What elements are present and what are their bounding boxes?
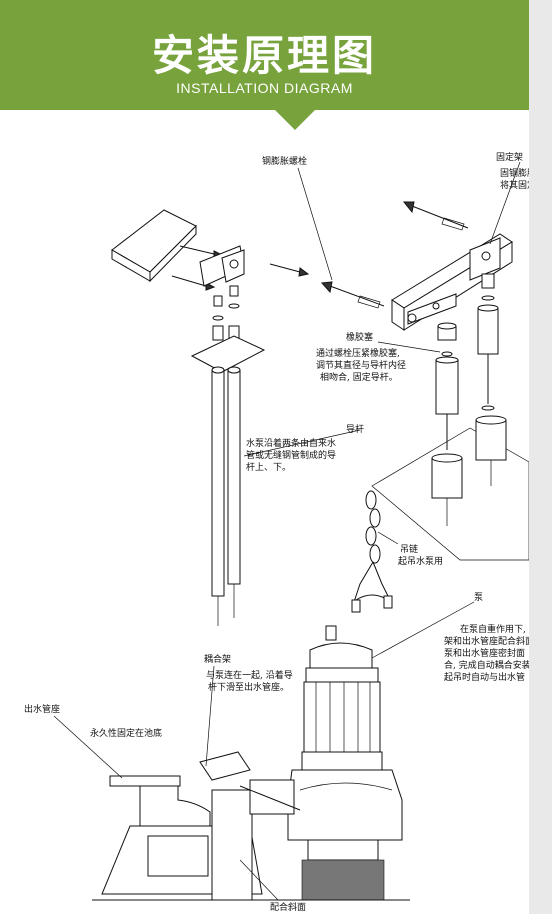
rubber-desc-line-2: 调节其直径与导杆内径: [316, 359, 406, 371]
page-right-strip: [529, 0, 552, 914]
left-stack: [212, 285, 240, 341]
label-pump: 泵: [474, 592, 483, 603]
left-base-plate: [190, 335, 266, 373]
bracket-desc-line-1: 固钢膨胀: [500, 167, 529, 179]
label-mating-slope: 配合斜面: [270, 901, 306, 913]
rubber-desc-line-3: 相吻合, 固定导杆。: [320, 371, 398, 383]
header-banner: 安装原理图 INSTALLATION DIAGRAM: [0, 0, 529, 110]
pump-body: [287, 625, 403, 901]
wall-block: [111, 209, 197, 283]
left-guide-rods: [211, 366, 241, 626]
label-outlet-base: 出水管座: [24, 703, 60, 715]
right-bolts: [320, 201, 469, 309]
pump-desc-line-1: 在泵自重作用下,: [460, 623, 526, 635]
guide-desc-line-2: 管或无缝钢管制成的导: [246, 449, 336, 461]
rubber-desc-line-1: 通过螺栓压紧橡胶塞,: [316, 347, 400, 359]
outlet-desc: 永久性固定在池底: [90, 727, 162, 739]
bracket-desc-line-2: 将其固定: [500, 179, 529, 191]
label-guide-rod: 导杆: [346, 423, 364, 435]
pump-desc-line-2: 架和出水管座配合斜面: [444, 635, 529, 647]
assembly-arrow: [269, 263, 310, 277]
right-floor-plane: [371, 427, 529, 561]
banner-notch: [275, 110, 315, 130]
page-subtitle: INSTALLATION DIAGRAM: [176, 80, 353, 96]
leader-lines: [53, 161, 521, 901]
right-rod-fittings: [435, 273, 499, 450]
page-title: 安装原理图: [151, 31, 377, 80]
label-rubber-plug: 橡胶塞: [346, 331, 373, 343]
chain-desc: 起吊水泵用: [398, 555, 443, 567]
label-chain: 吊链: [400, 543, 418, 555]
left-bracket: [199, 245, 245, 287]
coupling-desc-line-2: 杆下滑至出水管座。: [208, 681, 289, 693]
label-bolt: 钢膨胀螺栓: [262, 155, 307, 167]
label-bracket: 固定架: [496, 151, 523, 163]
pump-desc-line-4: 合, 完成自动耦合安装: [444, 659, 529, 671]
right-guide-rods: [431, 415, 507, 526]
coupling-desc-line-1: 与泵连在一起, 沿着导: [206, 669, 293, 681]
installation-diagram: 钢膨胀螺栓 固定架 固钢膨胀 将其固定 橡胶塞 通过螺栓压紧橡胶塞, 调节其直径…: [24, 151, 529, 913]
guide-desc-line-1: 水泵沿着两条由自来水: [246, 437, 336, 449]
pump-desc-line-5: 起吊时自动与出水管: [444, 671, 525, 683]
right-bracket: [391, 233, 513, 331]
lifting-chain: [351, 490, 393, 613]
guide-desc-line-3: 杆上、下。: [246, 461, 291, 473]
outlet-base: [92, 751, 410, 901]
pump-desc-line-3: 泵和出水管座密封面: [444, 647, 525, 659]
label-coupling-frame: 耦合架: [204, 653, 231, 665]
